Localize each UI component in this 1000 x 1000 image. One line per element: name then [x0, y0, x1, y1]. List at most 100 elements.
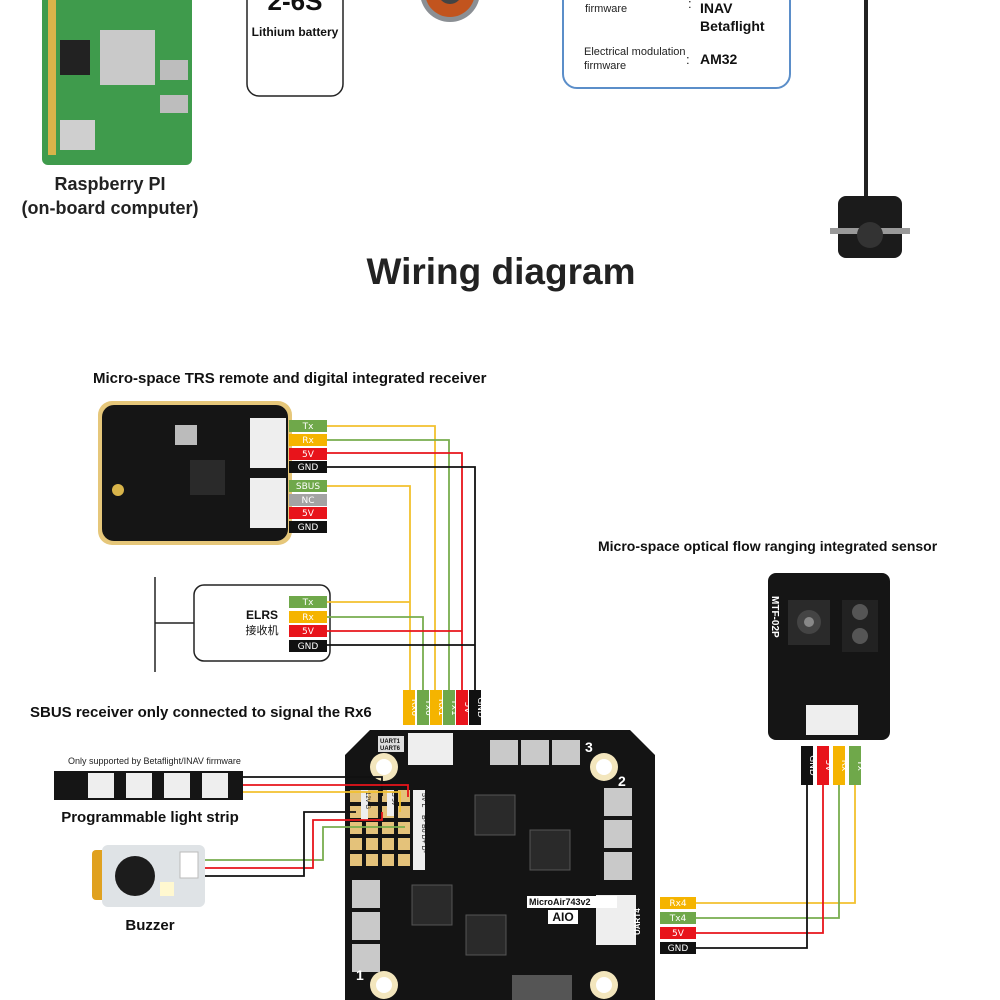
pin-text: Tx4: [669, 914, 687, 924]
pin-text: Tx: [855, 759, 865, 771]
uart4-label: UART4: [633, 908, 642, 935]
wire: [327, 466, 476, 690]
pin-label-tx1: Tx1: [443, 690, 459, 725]
wire: [205, 811, 356, 877]
pin-text: NC: [301, 496, 314, 506]
wire: [696, 785, 840, 919]
wire: [327, 425, 436, 690]
receiver-caption: Micro-space TRS remote and digital integ…: [93, 370, 487, 387]
elrs-subtitle: 接收机: [246, 623, 279, 637]
separator: :: [686, 52, 690, 67]
firmware-box: [562, 0, 791, 89]
light-strip-image: [54, 771, 243, 800]
wire: [327, 452, 463, 690]
firmware-inav: INAV: [700, 0, 733, 16]
pin-label-5v: 5V: [289, 625, 327, 637]
aio-label-box: [548, 910, 578, 924]
pin-text: GND: [475, 697, 485, 718]
pin-label-gnd: GND: [289, 461, 327, 473]
pin-label-tx: Tx: [849, 746, 865, 785]
uart1-label: UART1: [380, 739, 401, 745]
pin-text: Tx: [302, 422, 314, 432]
wire: [243, 776, 383, 796]
wire: [205, 812, 383, 869]
pin-text: Tx: [302, 598, 314, 608]
firmware-am32: AM32: [700, 51, 738, 67]
pin-label-5v: 5V: [456, 690, 472, 725]
pin-text: Rx: [839, 760, 849, 772]
receiver-board: [98, 401, 292, 545]
pin-text: Rx: [302, 613, 314, 623]
pin-text: GND: [807, 755, 817, 776]
sbus-note: SBUS receiver only connected to signal t…: [30, 704, 372, 721]
fc-firmware-label: firmware: [585, 3, 627, 15]
fc-model: MicroAir743v2: [529, 897, 591, 907]
pin-label-gnd: GND: [660, 942, 696, 954]
pin-text: 5V: [302, 627, 315, 637]
wire: [243, 784, 409, 797]
wire: [327, 616, 424, 690]
pin-text: 5V: [672, 929, 685, 939]
fc-pad-label: 12V G: [364, 792, 370, 809]
firmware-betaflight: Betaflight: [700, 18, 765, 34]
raspberry-pi-board: [42, 0, 192, 165]
motor-number-3: 3: [585, 739, 593, 755]
page-title: Wiring diagram: [367, 251, 636, 292]
computer-label: Raspberry PI: [54, 174, 165, 194]
optical-sensor-model: MTF-02P: [769, 596, 780, 638]
wire: [696, 785, 856, 904]
pin-text: Tx6: [423, 698, 433, 716]
pin-text: GND: [298, 463, 319, 473]
pin-label-rx6: Rx6: [403, 690, 419, 725]
wire: [696, 785, 824, 934]
pin-text: 5V: [823, 760, 833, 773]
pin-label-gnd: GND: [289, 640, 327, 652]
pin-label-nc: NC: [289, 494, 327, 506]
pin-label-gnd: GND: [469, 690, 485, 725]
model-label-box: [527, 896, 617, 908]
pin-label-tx: Tx: [289, 420, 327, 432]
buzzer-image: [92, 845, 205, 907]
pin-label-5v: 5V: [289, 448, 327, 460]
battery-box: [246, 0, 344, 97]
pin-label-5v: 5V: [660, 927, 696, 939]
pin-label-5v: 5V: [289, 507, 327, 519]
motor-number-2: 2: [618, 773, 626, 789]
fc-pad-label: B- B0 D+ D-: [420, 815, 427, 854]
pin-text: Rx1: [436, 699, 446, 716]
pin-text: 5V: [302, 450, 315, 460]
pin-text: Rx: [302, 436, 314, 446]
pin-label-rx: Rx: [833, 746, 849, 785]
fc-pad-label: 5V L: [420, 793, 427, 808]
battery-cells: 2-6S: [268, 0, 323, 16]
computer-sublabel: (on-board computer): [22, 198, 199, 218]
wires: [205, 425, 856, 949]
pin-label-gnd: GND: [289, 521, 327, 533]
esc-firmware-label-2: firmware: [584, 60, 626, 72]
elrs-name: ELRS: [246, 608, 278, 622]
pin-label-tx4: Tx4: [660, 912, 696, 924]
optical-sensor-board: [768, 573, 890, 740]
light-strip-label: Programmable light strip: [61, 809, 239, 826]
pin-label-rx: Rx: [289, 611, 327, 623]
wire: [205, 826, 405, 861]
pin-text: 5V: [462, 702, 472, 715]
separator: :: [688, 0, 692, 11]
camera-image: [830, 0, 910, 258]
pin-text: GND: [298, 523, 319, 533]
uart-label-box: [378, 736, 404, 752]
pin-text: Rx4: [669, 899, 687, 909]
pin-text: SBUS: [296, 482, 320, 492]
motor-image: [421, 0, 479, 22]
pin-label-rx4: Rx4: [660, 897, 696, 909]
pin-text: GND: [668, 944, 689, 954]
pin-text: Rx6: [409, 699, 419, 717]
pin-label-tx: Tx: [289, 596, 327, 608]
pin-label-sbus: SBUS: [289, 480, 327, 492]
fc-type: AIO: [552, 910, 573, 924]
uart6-label: UART6: [380, 746, 401, 752]
buzzer-label: Buzzer: [125, 917, 174, 934]
esc-firmware-label: Electrical modulation: [584, 46, 686, 58]
